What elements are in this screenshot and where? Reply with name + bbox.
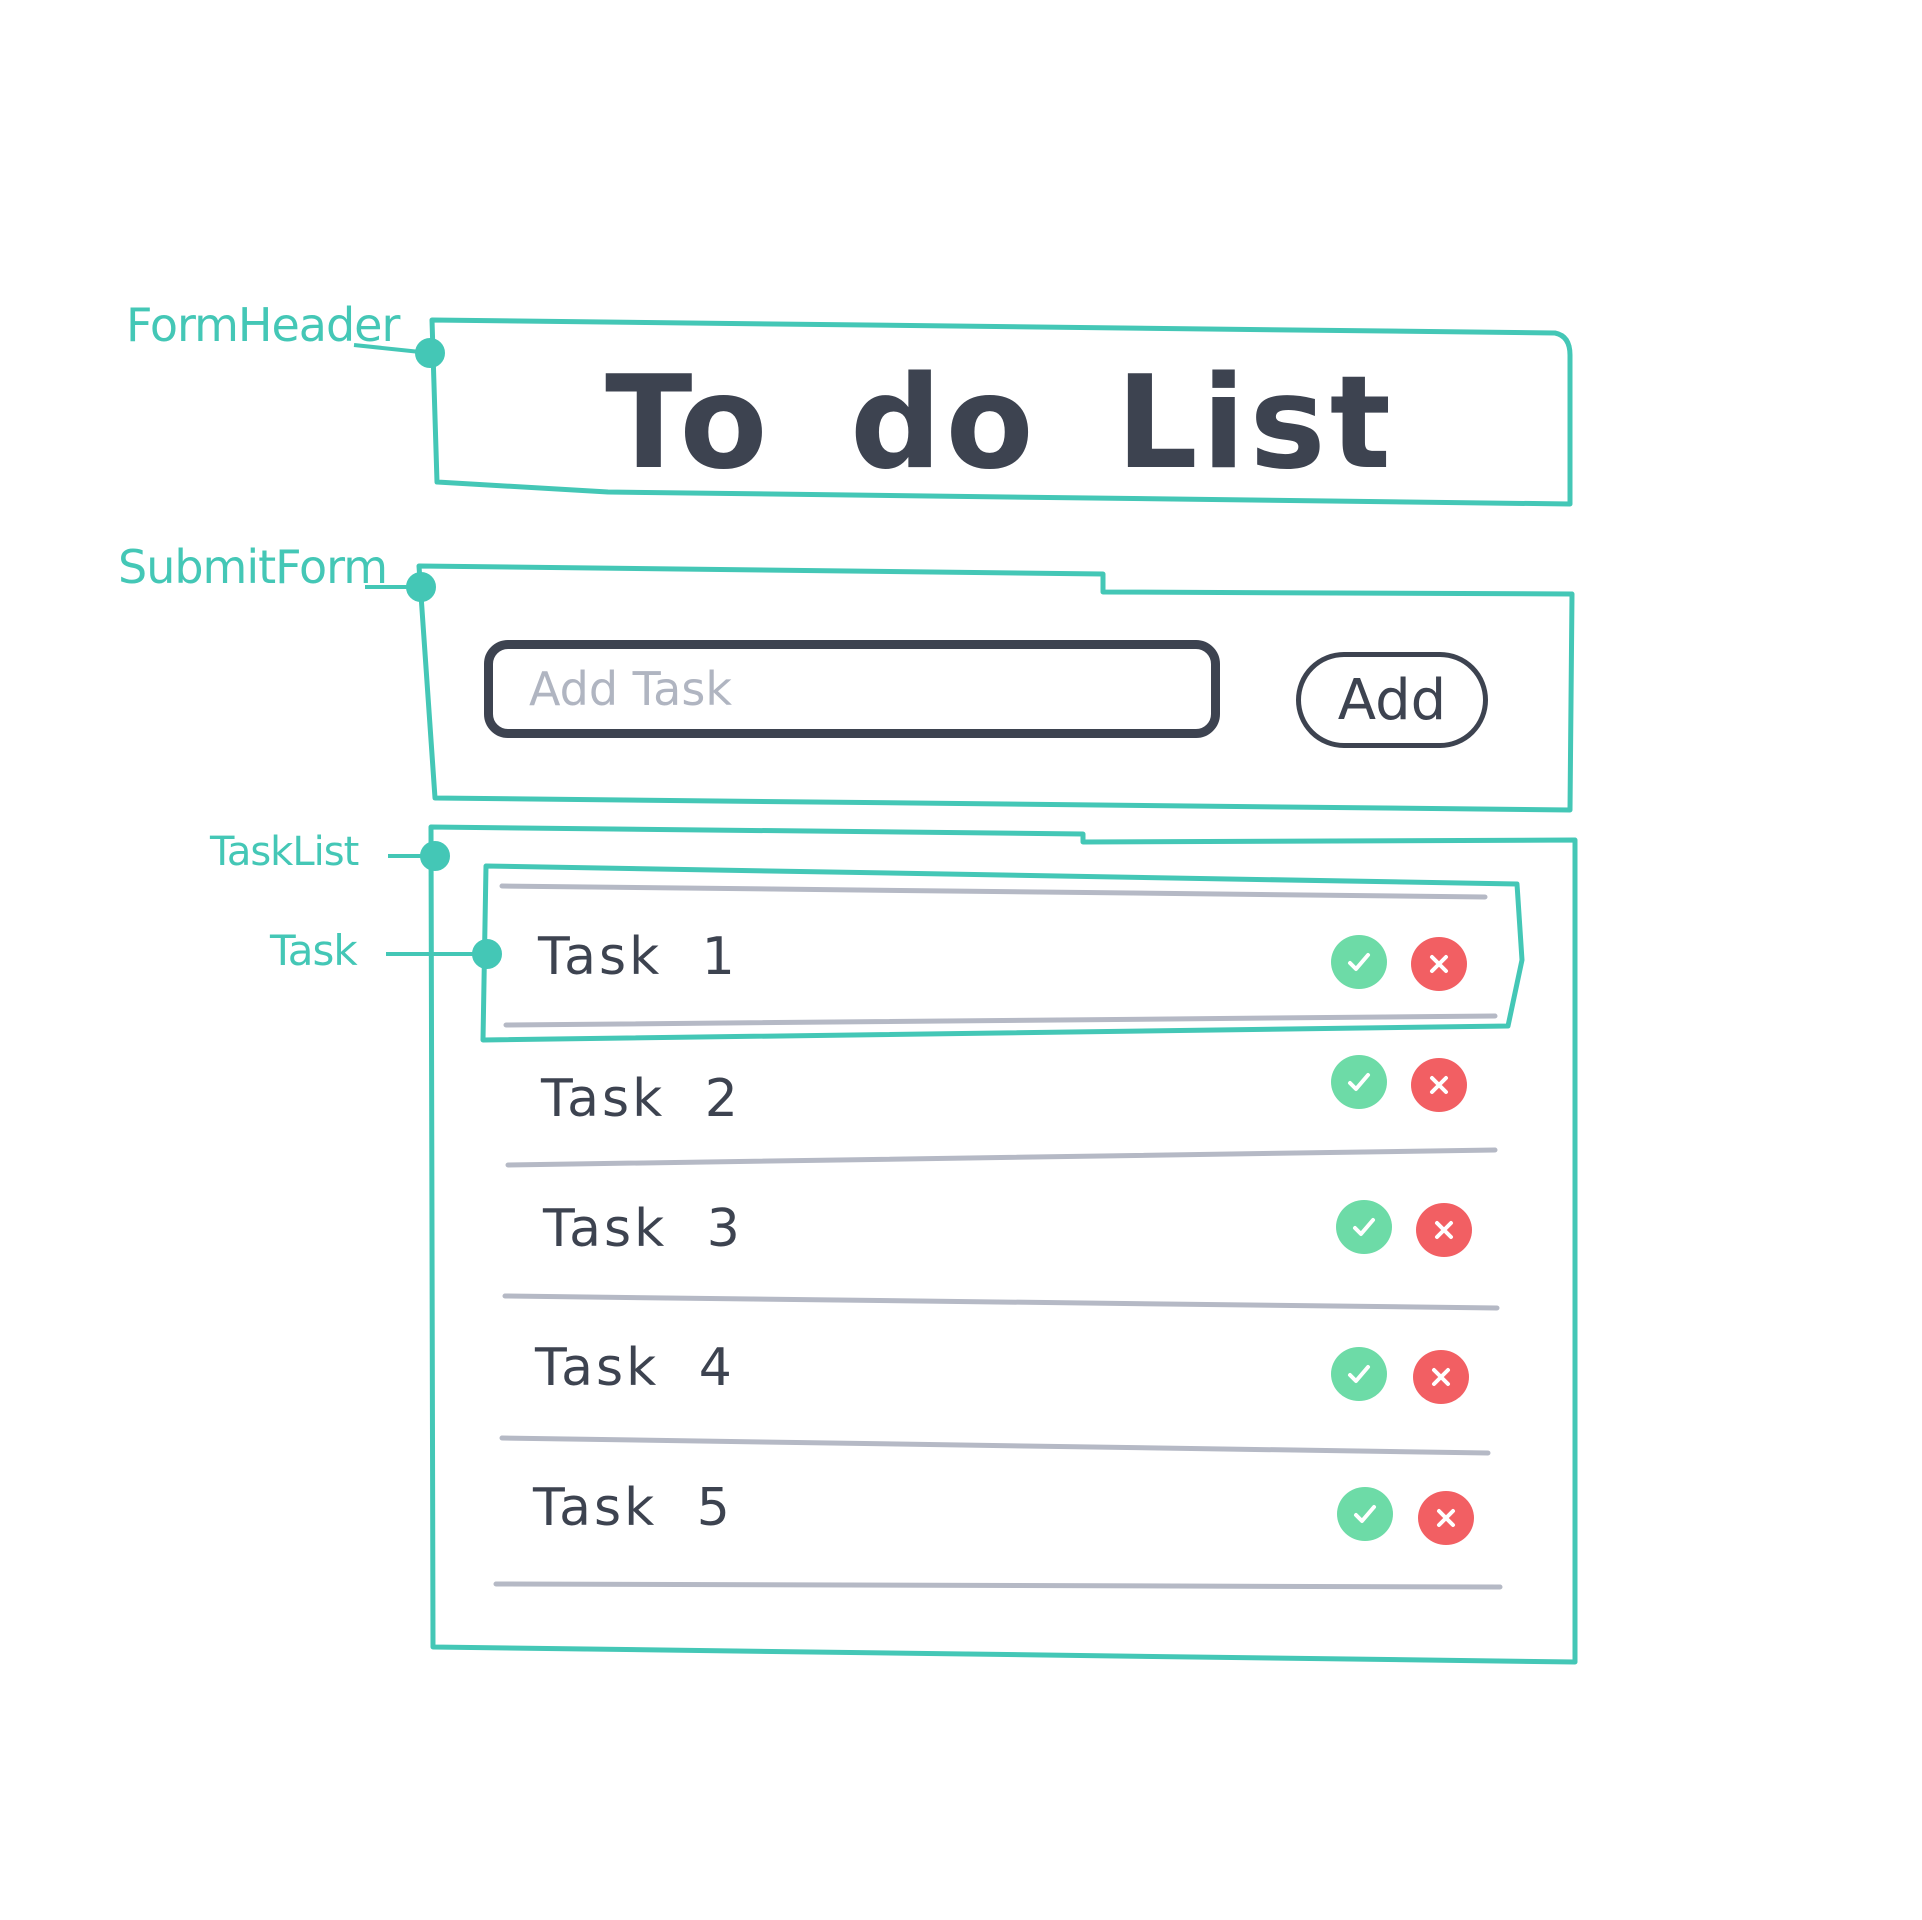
task-label: Task 5 (533, 1478, 733, 1538)
callout-submit-form: SubmitForm (118, 540, 388, 594)
task-label: Task 1 (538, 927, 738, 987)
task-row-dividers (493, 883, 1503, 1590)
check-circle-icon[interactable] (1337, 1487, 1393, 1541)
submit-form-box (416, 563, 1575, 813)
callout-task: Task (270, 926, 358, 975)
check-circle-icon[interactable] (1331, 1347, 1387, 1401)
callout-task-list: TaskList (210, 829, 359, 875)
task-label: Task 3 (543, 1199, 743, 1259)
form-header-box (429, 317, 1573, 507)
add-button[interactable]: Add (1296, 652, 1488, 748)
task-box (480, 863, 1525, 1043)
task-list-box (428, 824, 1578, 1665)
callout-connectors (353, 338, 502, 969)
check-circle-icon[interactable] (1331, 1055, 1387, 1109)
x-circle-icon[interactable] (1413, 1350, 1469, 1404)
x-circle-icon[interactable] (1416, 1203, 1472, 1257)
check-circle-icon[interactable] (1331, 935, 1387, 989)
task-label: Task 4 (535, 1338, 735, 1398)
check-circle-icon[interactable] (1336, 1200, 1392, 1254)
x-circle-icon[interactable] (1418, 1491, 1474, 1545)
x-circle-icon[interactable] (1411, 937, 1467, 991)
add-task-input[interactable] (484, 640, 1220, 738)
x-circle-icon[interactable] (1411, 1058, 1467, 1112)
page-title: To do List (605, 348, 1395, 498)
callout-form-header: FormHeader (126, 298, 400, 352)
task-label: Task 2 (541, 1069, 741, 1129)
